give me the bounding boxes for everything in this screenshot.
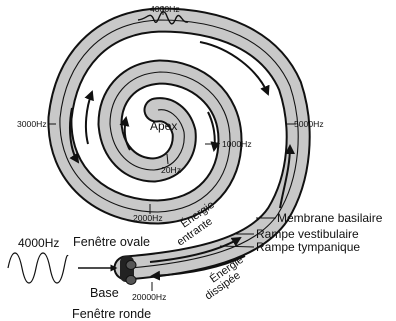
base-label: Base: [90, 286, 119, 300]
freq-label-right: 5000Hz: [294, 119, 324, 129]
base-end: [120, 256, 136, 285]
freq-label-bottom-base: 20000Hz: [132, 292, 166, 302]
round-window-label: Fenêtre ronde: [72, 307, 151, 321]
input-frequency-label: 4000Hz: [18, 236, 59, 250]
freq-label-left: 3000Hz: [17, 119, 47, 129]
input-wave: [8, 253, 116, 283]
scala-tympani-label: Rampe tympanique: [256, 240, 360, 254]
basilar-membrane-label: Membrane basilaire: [277, 211, 383, 225]
oval-window: [126, 261, 136, 270]
oval-window-label: Fenêtre ovale: [73, 235, 150, 249]
freq-label-inner-bottom: 20Hz: [161, 165, 181, 175]
freq-label-inner-right: 1000Hz: [222, 139, 252, 149]
freq-label-bottom-mid: 2000Hz: [133, 213, 163, 223]
freq-label-top: 4000Hz: [150, 4, 180, 14]
scala-vestibuli-label: Rampe vestibulaire: [256, 227, 359, 241]
sine-wave: [8, 253, 68, 283]
arrow-left-up: [86, 92, 92, 144]
apex-label: Apex: [150, 119, 177, 133]
round-window: [126, 276, 136, 285]
